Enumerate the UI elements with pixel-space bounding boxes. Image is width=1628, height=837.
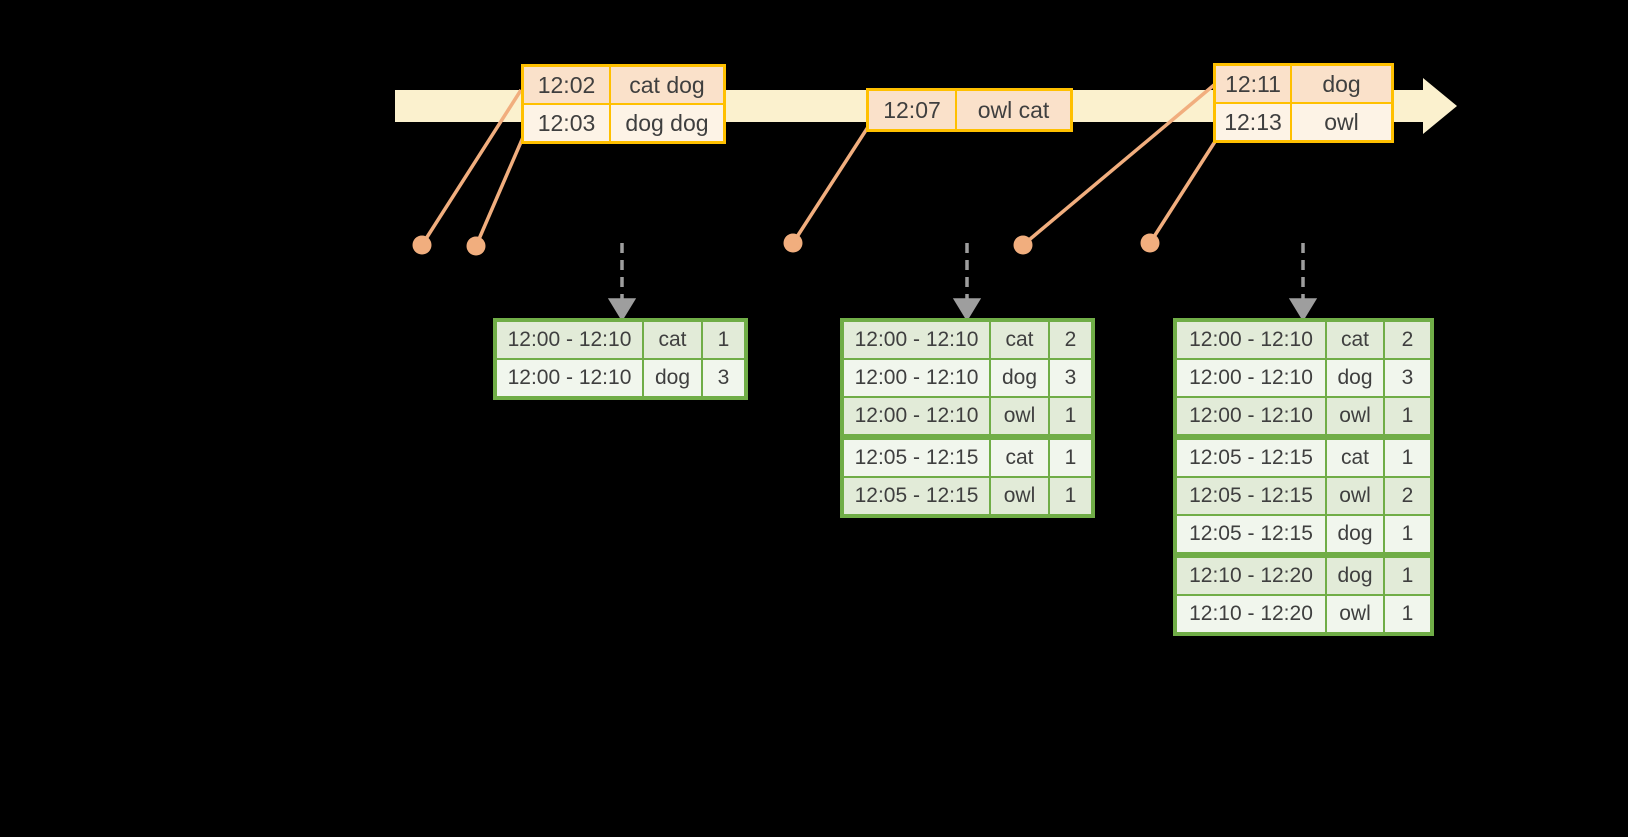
- trigger-arrows: [607, 243, 1318, 322]
- event-table-3: 12:11 dog 12:13 owl: [1213, 63, 1394, 143]
- event-words-cell: owl: [1292, 104, 1391, 140]
- result-table-3: 12:00 - 12:10 cat 2 12:00 - 12:10 dog 3 …: [1173, 318, 1434, 636]
- word-cell: dog: [1327, 516, 1383, 552]
- count-cell: 2: [1050, 322, 1091, 358]
- count-cell: 1: [1050, 478, 1091, 514]
- event-words-cell: dog dog: [611, 105, 723, 141]
- count-cell: 1: [1385, 440, 1430, 476]
- event-time-cell: 12:13: [1216, 104, 1290, 140]
- count-cell: 1: [1385, 558, 1430, 594]
- event-row: 12:11 dog: [1216, 66, 1391, 102]
- event-dot: [1013, 235, 1033, 255]
- window-cell: 12:00 - 12:10: [844, 322, 989, 358]
- event-dot: [783, 233, 803, 253]
- word-cell: dog: [644, 360, 701, 396]
- count-cell: 3: [1050, 360, 1091, 396]
- window-cell: 12:05 - 12:15: [1177, 516, 1325, 552]
- result-row: 12:00 - 12:10 cat 1: [497, 322, 744, 358]
- word-cell: owl: [1327, 478, 1383, 514]
- word-cell: cat: [991, 440, 1048, 476]
- result-row: 12:00 - 12:10 dog 3: [844, 360, 1091, 396]
- connector-line: [1021, 83, 1216, 247]
- result-row: 12:05 - 12:15 owl 2: [1177, 478, 1430, 514]
- event-words-cell: dog: [1292, 66, 1391, 102]
- word-cell: owl: [991, 398, 1048, 434]
- word-cell: dog: [1327, 558, 1383, 594]
- event-dot: [412, 235, 432, 255]
- result-row: 12:00 - 12:10 cat 2: [1177, 322, 1430, 358]
- word-cell: dog: [991, 360, 1048, 396]
- event-table-2: 12:07 owl cat: [866, 88, 1073, 132]
- event-time-cell: 12:07: [869, 91, 955, 129]
- word-cell: owl: [991, 478, 1048, 514]
- window-cell: 12:00 - 12:10: [497, 360, 642, 396]
- word-cell: owl: [1327, 398, 1383, 434]
- window-cell: 12:00 - 12:10: [1177, 360, 1325, 396]
- window-cell: 12:05 - 12:15: [844, 440, 989, 476]
- event-words-cell: cat dog: [611, 67, 723, 103]
- event-dots: [412, 233, 1160, 256]
- word-cell: cat: [1327, 322, 1383, 358]
- event-row: 12:13 owl: [1216, 104, 1391, 140]
- trigger-arrow-head-icon: [607, 298, 637, 322]
- result-table-1: 12:00 - 12:10 cat 1 12:00 - 12:10 dog 3: [493, 318, 748, 400]
- event-dot: [466, 236, 486, 256]
- connector-line: [474, 134, 526, 247]
- connector-lines: [420, 83, 1218, 247]
- connector-line: [1148, 139, 1218, 244]
- connector-line: [791, 126, 870, 244]
- window-cell: 12:00 - 12:10: [1177, 322, 1325, 358]
- window-cell: 12:10 - 12:20: [1177, 558, 1325, 594]
- event-time-cell: 12:02: [524, 67, 609, 103]
- result-row: 12:00 - 12:10 owl 1: [844, 398, 1091, 434]
- event-row: 12:03 dog dog: [524, 105, 723, 141]
- count-cell: 3: [703, 360, 744, 396]
- count-cell: 1: [1385, 596, 1430, 632]
- window-cell: 12:05 - 12:15: [844, 478, 989, 514]
- count-cell: 1: [1050, 440, 1091, 476]
- window-cell: 12:05 - 12:15: [1177, 440, 1325, 476]
- trigger-arrow-head-icon: [952, 298, 982, 322]
- event-table-1: 12:02 cat dog 12:03 dog dog: [521, 64, 726, 144]
- count-cell: 1: [1385, 516, 1430, 552]
- result-row: 12:10 - 12:20 dog 1: [1177, 558, 1430, 594]
- result-row: 12:05 - 12:15 cat 1: [844, 440, 1091, 476]
- event-row: 12:07 owl cat: [869, 91, 1070, 129]
- result-row: 12:00 - 12:10 dog 3: [497, 360, 744, 396]
- count-cell: 1: [1385, 398, 1430, 434]
- count-cell: 1: [703, 322, 744, 358]
- word-cell: owl: [1327, 596, 1383, 632]
- event-row: 12:02 cat dog: [524, 67, 723, 103]
- word-cell: cat: [991, 322, 1048, 358]
- result-row: 12:00 - 12:10 owl 1: [1177, 398, 1430, 434]
- event-dot: [1140, 233, 1160, 253]
- event-time-cell: 12:11: [1216, 66, 1290, 102]
- result-row: 12:10 - 12:20 owl 1: [1177, 596, 1430, 632]
- window-cell: 12:00 - 12:10: [844, 360, 989, 396]
- window-cell: 12:00 - 12:10: [1177, 398, 1325, 434]
- trigger-arrow-head-icon: [1288, 298, 1318, 322]
- word-cell: cat: [1327, 440, 1383, 476]
- word-cell: cat: [644, 322, 701, 358]
- count-cell: 2: [1385, 322, 1430, 358]
- window-cell: 12:00 - 12:10: [844, 398, 989, 434]
- word-cell: dog: [1327, 360, 1383, 396]
- count-cell: 3: [1385, 360, 1430, 396]
- connector-line: [420, 89, 523, 246]
- result-row: 12:05 - 12:15 cat 1: [1177, 440, 1430, 476]
- window-cell: 12:00 - 12:10: [497, 322, 642, 358]
- result-row: 12:05 - 12:15 dog 1: [1177, 516, 1430, 552]
- count-cell: 1: [1050, 398, 1091, 434]
- result-row: 12:00 - 12:10 cat 2: [844, 322, 1091, 358]
- count-cell: 2: [1385, 478, 1430, 514]
- event-time-cell: 12:03: [524, 105, 609, 141]
- result-row: 12:05 - 12:15 owl 1: [844, 478, 1091, 514]
- result-row: 12:00 - 12:10 dog 3: [1177, 360, 1430, 396]
- window-cell: 12:10 - 12:20: [1177, 596, 1325, 632]
- event-words-cell: owl cat: [957, 91, 1070, 129]
- result-table-2: 12:00 - 12:10 cat 2 12:00 - 12:10 dog 3 …: [840, 318, 1095, 518]
- window-cell: 12:05 - 12:15: [1177, 478, 1325, 514]
